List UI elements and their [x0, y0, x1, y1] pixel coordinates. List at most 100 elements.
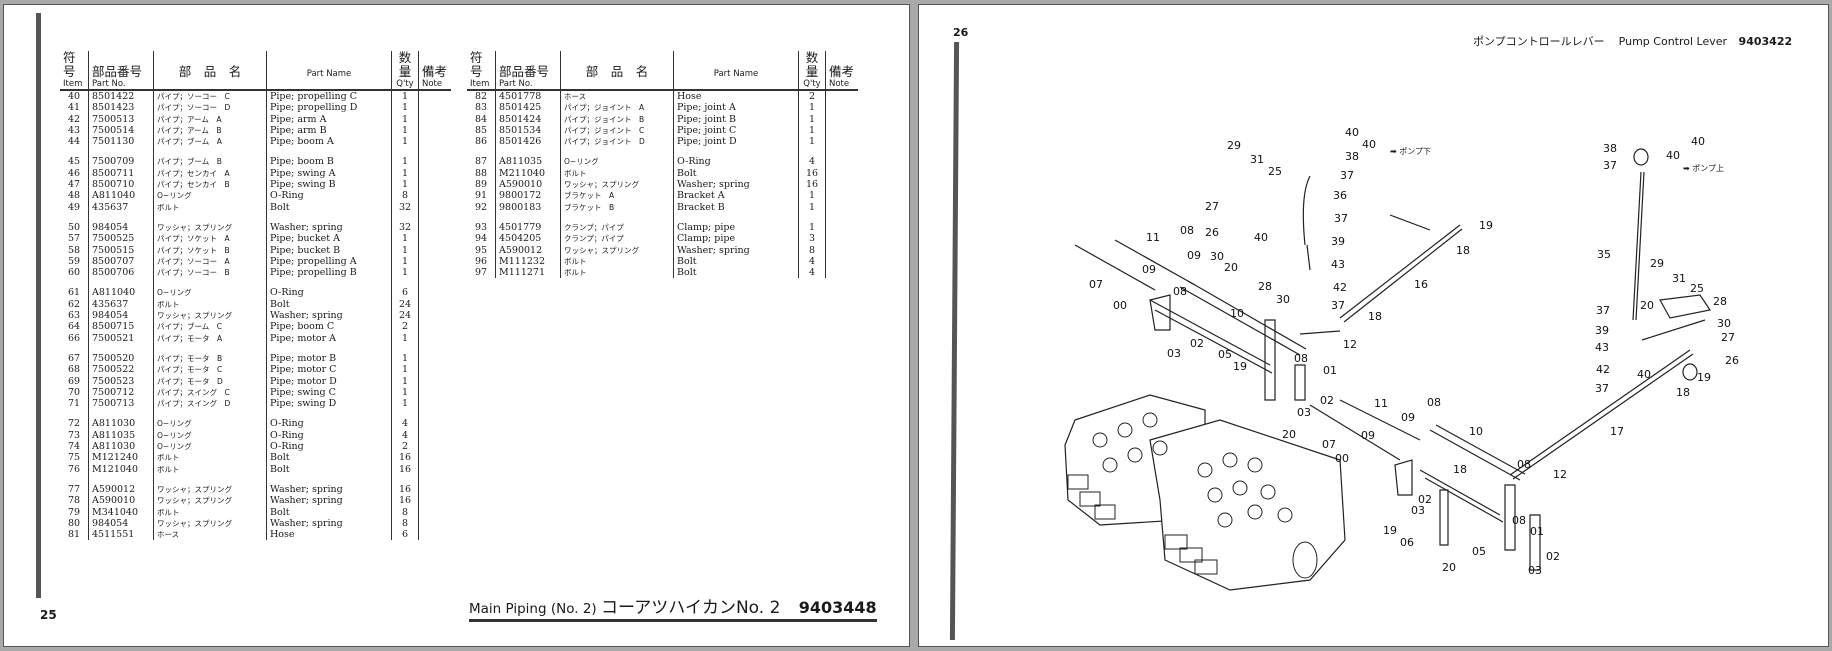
cell-item: 94 [474, 233, 488, 245]
callout-label: 03 [1167, 347, 1181, 360]
callout-label: 03 [1528, 564, 1542, 577]
cell-name: Pipe; motor B [266, 352, 392, 365]
callout-label: 11 [1374, 397, 1388, 410]
cell-name: Clamp; pipe [673, 221, 799, 234]
cell-name: Pipe; swing B [266, 179, 392, 191]
row-gap [467, 212, 858, 222]
cell-part_no: 7500709 [88, 156, 154, 168]
cell-name: Pipe; boom A [266, 136, 392, 148]
cell-jp: ボルト [153, 201, 267, 213]
row-gap [60, 212, 451, 222]
cell-name: Pipe; motor C [266, 364, 392, 376]
cell-item: 45 [67, 156, 81, 168]
cell-jp: ワッシャ；スプリング [153, 483, 267, 496]
callout-label: 08 [1517, 458, 1531, 471]
cell-jp: パイプ；アーム B [153, 124, 267, 137]
cell-jp: パイプ；ジョイント B [560, 113, 674, 125]
cell-part_no: 7500522 [88, 364, 154, 376]
cell-item: 42 [67, 113, 81, 125]
cell-qty: 8 [391, 506, 419, 518]
row-gap [60, 278, 451, 288]
cell-note [825, 190, 858, 202]
cell-qty: 1 [391, 124, 419, 137]
cell-item: 79 [67, 506, 81, 518]
cell-name: Washer; spring [266, 517, 392, 530]
cell-part_no: 7500713 [88, 398, 154, 410]
cell-qty: 16 [391, 495, 419, 507]
callout-label: 12 [1343, 338, 1357, 351]
cell-qty: 32 [391, 201, 419, 213]
cell-name: Pipe; joint A [673, 102, 799, 114]
callout-label: 18 [1368, 310, 1382, 323]
callout-label: 40 [1362, 138, 1376, 151]
row-gap [60, 474, 451, 484]
cell-item: 80 [67, 517, 81, 529]
callout-label: 40 [1691, 135, 1705, 148]
cell-qty: 1 [391, 156, 419, 168]
cell-jp: パイプ；ブーム B [153, 156, 267, 168]
cell-name: Bracket A [673, 190, 799, 202]
cell-qty: 6 [391, 287, 419, 299]
cell-name: Bolt [673, 167, 799, 180]
cell-name: Pipe; boom B [266, 156, 392, 168]
cell-note [418, 495, 451, 507]
right-lever-assembly [1632, 148, 1711, 381]
cell-note [418, 190, 451, 202]
diagram-title: ポンプコントロールレバー Pump Control Lever 9403422 [1473, 33, 1792, 49]
callout-label: 03 [1411, 504, 1425, 517]
cell-name: Bolt [673, 267, 799, 279]
cell-item: 75 [67, 452, 81, 464]
callout-label: 25 [1268, 165, 1282, 178]
cell-qty: 1 [391, 375, 419, 387]
cell-jp: ボルト [153, 452, 267, 464]
control-valve-icon [1064, 394, 1346, 591]
cell-name: Pipe; motor A [266, 332, 392, 344]
cell-qty: 1 [391, 90, 419, 103]
cell-jp: パイプ；ブーム A [153, 136, 267, 148]
cell-note [418, 321, 451, 333]
cell-name: O-Ring [266, 190, 392, 202]
cell-part_no: 7500513 [88, 113, 154, 125]
callout-label: 00 [1335, 452, 1349, 465]
cell-part_no: M111232 [495, 255, 561, 268]
callout-label: 12 [1553, 468, 1567, 481]
cell-item: 70 [67, 386, 81, 398]
cell-item: 83 [474, 102, 488, 114]
cell-qty: 1 [391, 167, 419, 180]
cell-qty: 2 [391, 441, 419, 453]
cell-part_no: 9800183 [495, 201, 561, 213]
cell-name: Pipe; arm B [266, 124, 392, 137]
callout-label: 02 [1418, 493, 1432, 506]
cell-name: Washer; spring [266, 310, 392, 322]
cell-note [825, 244, 858, 256]
center-lever-assembly [1309, 349, 1694, 571]
cell-note [825, 113, 858, 125]
cell-jp: ワッシャ；スプリング [153, 310, 267, 322]
cell-item: 63 [67, 310, 81, 322]
cell-name: Bolt [266, 463, 392, 475]
callout-label: 08 [1180, 224, 1194, 237]
cell-jp: パイプ；ソケット B [153, 244, 267, 256]
callout-label: 39 [1595, 324, 1609, 337]
callout-label: 42 [1596, 363, 1610, 376]
cell-qty: 1 [391, 102, 419, 114]
cell-jp: ワッシャ；スプリング [153, 495, 267, 507]
cell-note [825, 221, 858, 234]
cell-item: 92 [474, 201, 488, 213]
cell-note [418, 113, 451, 125]
cell-item: 47 [67, 179, 81, 191]
cell-note [418, 156, 451, 168]
cell-item: 57 [67, 233, 81, 245]
